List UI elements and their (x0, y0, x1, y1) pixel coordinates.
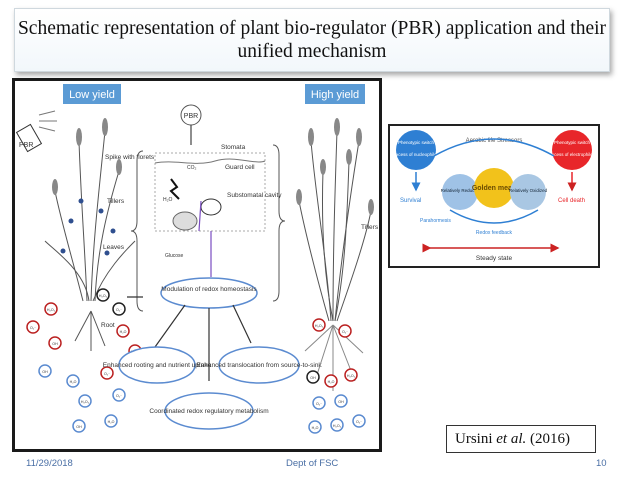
rooting-node (118, 346, 196, 384)
ros-label: O₂⁻ (104, 372, 110, 376)
lightning-icon (169, 178, 180, 200)
translocation-node (218, 346, 300, 384)
phenotypic-switch-left: Phenotypic switch (398, 140, 435, 145)
pbr-mechanism-svg: Low yield High yield PBR S (15, 84, 379, 434)
ros-label: OH (310, 376, 316, 380)
pbr-can-label: PBR (19, 142, 33, 149)
oxidized-circle (510, 174, 546, 210)
ros-label: OH (52, 342, 58, 346)
cell-death-label: Cell death (558, 198, 585, 204)
footer-dept: Dept of FSC (286, 458, 339, 469)
aerobic-life-label: Aerobic life Stressors (466, 138, 523, 144)
low-yield-florets (60, 198, 116, 256)
ros-label: H₂O₂ (99, 294, 108, 298)
glucose-label: Glucose (165, 253, 184, 259)
title-box: Schematic representation of plant bio-re… (14, 8, 610, 72)
golden-mean-svg: Phenotypic switch Excess of nucleophiles… (393, 130, 596, 262)
footer-page-number: 10 (596, 458, 607, 469)
modulation-arrows (127, 296, 252, 381)
tillers-label: Tillers (107, 198, 125, 205)
root-label: Root (101, 322, 115, 329)
modulation-node (160, 277, 258, 309)
golden-mean-label: Golden mean (472, 185, 516, 192)
ros-label: O₂⁻ (356, 420, 362, 424)
ros-label: H₂O (108, 420, 115, 424)
coordinated-node (164, 392, 254, 430)
ros-label: O₂⁻ (342, 330, 348, 334)
slide-title: Schematic representation of plant bio-re… (17, 18, 607, 62)
survival-label: Survival (400, 198, 421, 204)
spray-can-icon (15, 110, 57, 153)
phenotypic-switch-right: Phenotypic switch (554, 140, 591, 145)
top-decoration-strip (0, 0, 638, 10)
ros-label: O₂⁻ (116, 394, 122, 398)
relatively-oxidized-label: Relatively Oxidized (509, 188, 548, 193)
high-yield-roots (304, 324, 364, 391)
nucleophiles-circle (396, 130, 436, 170)
excess-electrophiles: Excess of electrophiles (549, 152, 596, 157)
excess-nucleophiles: Excess of nucleophiles (393, 152, 440, 157)
relatively-reduced-label: Relatively Reduced (441, 188, 480, 193)
golden-mean-diagram: Phenotypic switch Excess of nucleophiles… (388, 124, 600, 268)
tillers-right-label: Tillers (361, 224, 379, 231)
ros-label: H₂O₂ (315, 324, 324, 328)
footer-date: 11/29/2018 (26, 458, 73, 469)
ros-label: O₂⁻ (316, 402, 322, 406)
ros-label: H₂O (70, 380, 77, 384)
ros-label: OH (338, 400, 344, 404)
ros-label: H₂O (328, 380, 335, 384)
citation-box: Ursini et al. (2016) (446, 425, 596, 453)
ros-label: OH (42, 370, 48, 374)
ros-label: H₂O₂ (47, 308, 56, 312)
ros-label: H₂O₂ (347, 374, 356, 378)
ros-label: O₂⁻ (116, 308, 122, 312)
pbr-circle-label: PBR (184, 113, 198, 120)
low-yield-plant (44, 130, 136, 351)
ros-label: H₂O (312, 426, 319, 430)
h2o-label: H₂O (163, 197, 173, 203)
bottom-arc (449, 209, 539, 224)
citation-author: Ursini (455, 431, 497, 447)
citation-year: (2016) (526, 431, 570, 447)
low-yield-header (63, 84, 121, 104)
substomatal-label: Substomatal cavity (227, 192, 282, 199)
ros-label: H₂O₂ (81, 400, 90, 404)
citation-text: Ursini et al. (2016) (455, 431, 570, 448)
modulation-label: Modulation of redox homeostasis (161, 286, 257, 293)
pbr-mechanism-diagram: Low yield High yield PBR S (12, 78, 382, 452)
high-yield-label: High yield (311, 89, 359, 101)
low-yield-spikes (52, 118, 122, 195)
stomata-panel (154, 152, 266, 232)
steady-state-label: Steady state (476, 255, 513, 262)
leaves-label: Leaves (103, 244, 125, 251)
ros-label: OH (76, 425, 82, 429)
citation-etal: et al. (496, 431, 527, 447)
high-yield-header (305, 84, 365, 104)
golden-mean-circle (474, 168, 514, 208)
coordinated-label: Coordinated redox regulatory metabolism (149, 408, 268, 415)
electrophiles-circle (552, 130, 592, 170)
high-yield-ros-circles: H₂O₂ O₂⁻ OH H₂O H₂O₂ O₂⁻ OH H₂O H₂O₂ O₂⁻ (306, 318, 366, 434)
parahormesis-label: Parahormesis (420, 218, 451, 224)
high-yield-spikes (296, 118, 374, 215)
ros-label: H₂O₂ (333, 424, 342, 428)
top-arc (433, 138, 555, 157)
reduced-circle (442, 174, 478, 210)
ros-label: H₂O (120, 330, 127, 334)
translocation-label: Enhanced translocation from source-to-si… (196, 362, 322, 369)
spike-label: Spike with florets (105, 154, 155, 161)
guard-cell-label: Guard cell (225, 164, 255, 171)
redox-feedback-label: Redox feedback (476, 230, 513, 236)
left-bracket (130, 150, 144, 312)
right-bracket (272, 144, 286, 302)
high-yield-plant (298, 130, 372, 322)
stomata-label: Stomata (221, 144, 246, 151)
rooting-label: Enhanced rooting and nutrient uptake (103, 362, 212, 369)
ros-label: O₂⁻ (30, 326, 36, 330)
co2-label: CO₂ (187, 165, 197, 171)
low-yield-label: Low yield (69, 89, 115, 101)
